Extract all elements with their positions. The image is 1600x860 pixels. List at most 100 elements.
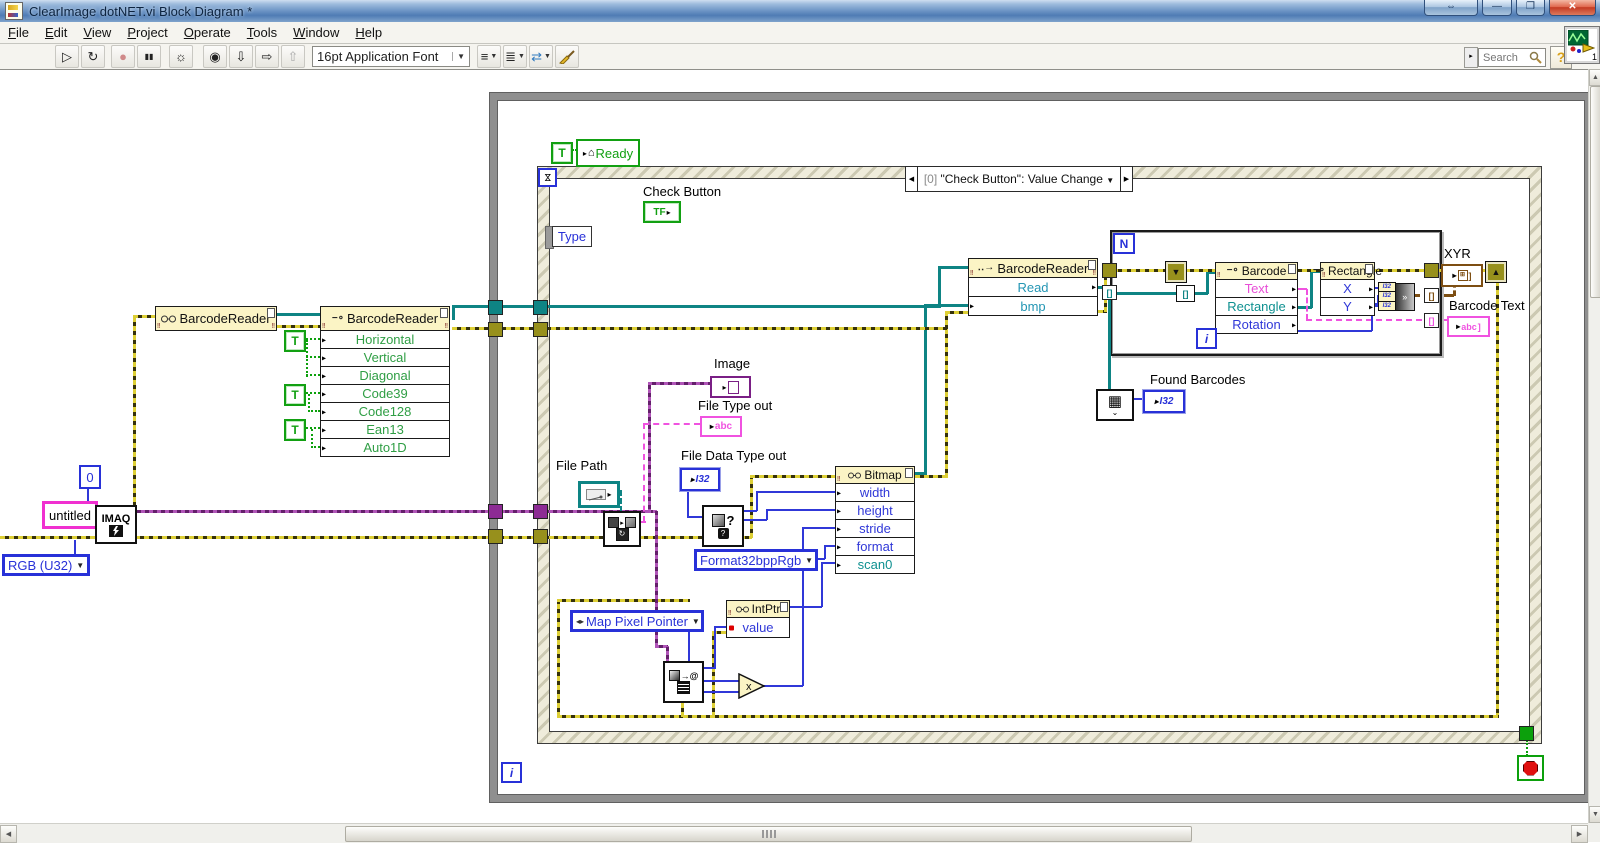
bitmap-row[interactable]: height (835, 501, 915, 520)
ready-local-variable[interactable]: ▸⌂ Ready (576, 139, 640, 167)
compatibility-button[interactable]: ⇔ (1424, 0, 1478, 16)
run-continuous-button[interactable]: ↻ (81, 45, 105, 68)
menu-help[interactable]: Help (355, 25, 383, 40)
retain-wire-values-icon[interactable]: ◉ (203, 45, 227, 68)
step-over-icon[interactable]: ⇨ (255, 45, 279, 68)
get-pixel-pointer-node[interactable]: →@ (663, 661, 704, 703)
shift-register-right[interactable]: ▲ (1485, 261, 1507, 283)
file-data-type-out-indicator[interactable]: ▸I32 (680, 468, 720, 491)
file-path-control[interactable]: ▸ (578, 481, 620, 508)
search-field[interactable] (1478, 48, 1546, 67)
true-constant[interactable]: T (284, 384, 306, 406)
true-constant[interactable]: T (284, 330, 306, 352)
next-case-arrow[interactable]: ▶ (1120, 167, 1132, 191)
tunnel[interactable] (533, 504, 548, 519)
tunnel[interactable] (533, 529, 548, 544)
align-objects-button[interactable]: ≡▼ (477, 45, 501, 68)
rgb-u32-enum[interactable]: RGB (U32)▼ (2, 554, 90, 576)
menu-window[interactable]: Window (293, 25, 340, 40)
scroll-left-arrow[interactable]: ◀ (0, 825, 17, 843)
xyr-indicator[interactable]: ▸⊞] (1441, 264, 1483, 287)
barcode-property-node[interactable]: ‼ −∘ Barcode Text Rectangle Rotation (1215, 262, 1298, 334)
scroll-up-arrow[interactable]: ▲ (1589, 69, 1600, 86)
abort-button[interactable]: ● (111, 45, 135, 68)
for-loop-iteration-terminal[interactable]: i (1196, 328, 1217, 349)
property-row[interactable]: Code39 (320, 384, 450, 403)
minimize-button[interactable]: — (1482, 0, 1512, 16)
tunnel[interactable] (1102, 263, 1117, 278)
true-constant[interactable]: T (551, 142, 573, 164)
distribute-objects-button[interactable]: ≣▼ (503, 45, 527, 68)
tunnel[interactable] (533, 300, 548, 315)
invoke-row-read[interactable]: Read (968, 277, 1098, 297)
menu-project[interactable]: Project (127, 25, 168, 40)
pause-button[interactable]: ▮▮ (137, 45, 161, 68)
menu-edit[interactable]: Edit (44, 25, 68, 40)
rectangle-row-y[interactable]: Y (1320, 297, 1375, 316)
file-type-out-indicator[interactable]: ▸abc (700, 416, 742, 437)
run-button[interactable]: ▷ (55, 45, 79, 68)
barcodereader-invoke-node[interactable]: ‼ ‥→ BarcodeReader ‼ Read bmp (968, 258, 1098, 316)
prev-case-arrow[interactable]: ◀ (906, 167, 918, 191)
intptr-property-node[interactable]: ‼ IntPtr value (726, 600, 790, 638)
font-selector[interactable]: 16pt Application Font▼ (312, 46, 470, 67)
loop-condition-terminal[interactable] (1517, 755, 1544, 781)
horizontal-scroll-thumb[interactable] (345, 826, 1192, 842)
bitmap-row[interactable]: format (835, 537, 915, 556)
bitmap-row[interactable]: width (835, 483, 915, 502)
tunnel[interactable] (488, 529, 503, 544)
restore-button[interactable]: ❐ (1516, 0, 1545, 16)
barcodereader-constructor-node[interactable]: ‼ BarcodeReader ‼ (155, 306, 277, 331)
array-size-node[interactable]: ▦ ⌄ (1096, 389, 1134, 421)
vertical-scrollbar[interactable]: ▲ ▼ (1588, 69, 1600, 823)
map-pixel-pointer-enum[interactable]: ◂▸Map Pixel Pointer▼ (570, 610, 704, 632)
rectangle-property-node[interactable]: ‼ −∘ Rectangle X Y (1313, 262, 1382, 316)
scroll-right-arrow[interactable]: ▶ (1571, 825, 1588, 843)
imaq-readfile-node[interactable]: ▸ ↻ (603, 511, 641, 547)
rectangle-row-x[interactable]: X (1320, 279, 1375, 298)
property-row[interactable]: Diagonal (320, 366, 450, 385)
tunnel[interactable] (1424, 263, 1439, 278)
vertical-scroll-thumb[interactable] (1590, 86, 1600, 298)
tunnel[interactable]: [] (1424, 313, 1439, 328)
shift-register-left[interactable]: ▼ (1165, 261, 1187, 283)
menu-tools[interactable]: Tools (246, 25, 278, 40)
scroll-down-arrow[interactable]: ▼ (1589, 806, 1600, 823)
step-into-icon[interactable]: ⇩ (229, 45, 253, 68)
cleanup-diagram-button[interactable] (555, 45, 579, 68)
multiply-node[interactable]: x (738, 673, 766, 699)
tunnel[interactable] (1519, 726, 1534, 741)
menu-file[interactable]: File (8, 25, 29, 40)
search-dropdown-icon[interactable]: ▸ (1464, 47, 1478, 68)
format32bpprgb-enum[interactable]: Format32bppRgb▼ (694, 549, 818, 571)
barcodereader-property-node[interactable]: ‼ −∘ BarcodeReader ‼ Horizontal Vertical… (320, 306, 450, 457)
event-case-selector[interactable]: ◀ [0] "Check Button": Value Change ▼ ▶ (905, 166, 1133, 192)
tunnel[interactable] (488, 504, 503, 519)
invoke-row-bmp[interactable]: bmp (968, 296, 1098, 316)
menu-view[interactable]: View (83, 25, 112, 40)
event-data-type-item[interactable]: Type (552, 226, 592, 247)
tunnel[interactable] (488, 322, 503, 337)
while-iteration-terminal[interactable]: i (501, 762, 522, 783)
image-indicator[interactable]: ▸ (710, 376, 751, 398)
intptr-row[interactable]: value (726, 617, 790, 638)
barcode-row-rectangle[interactable]: Rectangle (1215, 297, 1298, 316)
property-row[interactable]: Auto1D (320, 438, 450, 457)
image-info-node[interactable]: ? ? (702, 505, 744, 547)
timeout-hourglass-icon[interactable]: ⋈ (538, 168, 557, 187)
search-input[interactable] (1481, 50, 1529, 65)
bitmap-constructor-node[interactable]: ‼ Bitmap width height stride format scan… (835, 466, 915, 574)
barcode-row-rotation[interactable]: Rotation (1215, 315, 1298, 334)
barcode-text-indicator[interactable]: ▸abc] (1447, 316, 1490, 337)
tunnel[interactable]: [] (1424, 288, 1439, 303)
reorder-button[interactable]: ⇄▼ (529, 45, 553, 68)
close-button[interactable]: ✕ (1549, 0, 1596, 16)
untitled-string-constant[interactable]: untitled (42, 501, 98, 529)
check-button-terminal[interactable]: TF▸ (643, 201, 681, 223)
property-row[interactable]: Vertical (320, 348, 450, 367)
bundle-node[interactable]: I32 I32 I32 » (1378, 282, 1415, 311)
imaq-create-node[interactable]: IMAQ (95, 505, 137, 544)
title-bar[interactable]: ClearImage dotNET.vi Block Diagram * ⇔ —… (0, 0, 1600, 23)
horizontal-scrollbar[interactable]: ◀ ▶ (0, 823, 1588, 843)
property-row[interactable]: Code128 (320, 402, 450, 421)
